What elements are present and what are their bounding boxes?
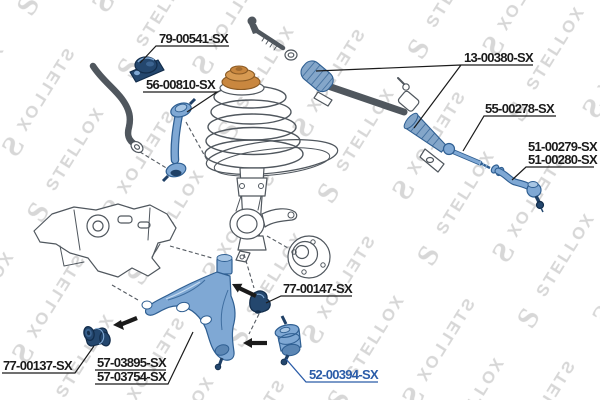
part-label-steering-rack[interactable]: 13-00380-SX bbox=[464, 50, 535, 65]
part-label-stabilizer-link[interactable]: 56-00810-SX bbox=[146, 77, 217, 92]
ball-joint-part bbox=[274, 315, 302, 366]
part-number-labels: 79-00541-SX 56-00810-SX 13-00380-SX 55-0… bbox=[3, 31, 599, 384]
part-label-inner-tie-rod[interactable]: 55-00278-SX bbox=[485, 101, 556, 116]
wheel-hub bbox=[287, 235, 331, 279]
rack-pinion bbox=[397, 90, 420, 112]
part-label-balljoint-boot[interactable]: 77-00147-SX bbox=[283, 281, 354, 296]
arrow-icon bbox=[232, 283, 243, 293]
part-label-stabilizer-bushing[interactable]: 79-00541-SX bbox=[159, 31, 230, 46]
part-label-ball-joint-active[interactable]: 52-00394-SX bbox=[309, 367, 380, 382]
label-leader-lines bbox=[2, 45, 594, 385]
part-label-control-arm-a[interactable]: 57-03895-SX bbox=[97, 355, 168, 370]
part-label-control-arm-b[interactable]: 57-03754-SX bbox=[97, 369, 168, 384]
assembly-dashed-guides bbox=[111, 121, 289, 335]
arrow-icon bbox=[243, 338, 252, 348]
part-label-tie-rod-end-right[interactable]: 51-00280-SX bbox=[528, 152, 599, 167]
strut-top-mount-part bbox=[219, 65, 265, 96]
top-tie-rod-linkage bbox=[247, 16, 298, 61]
part-label-tie-rod-end-left[interactable]: 51-00279-SX bbox=[528, 139, 599, 154]
control-arm-part bbox=[141, 254, 236, 371]
stabilizer-link-part bbox=[161, 97, 197, 183]
arm-front-bushing-part bbox=[83, 326, 111, 347]
mounting-direction-arrows bbox=[113, 283, 267, 348]
rack-left-boot bbox=[300, 60, 334, 93]
stabilizer-bushing-part bbox=[129, 56, 165, 83]
part-label-arm-front-bushing[interactable]: 77-00137-SX bbox=[3, 358, 74, 373]
outer-tie-rod-end-part bbox=[490, 164, 545, 213]
subframe-crossmember bbox=[33, 203, 177, 278]
stabilizer-bar bbox=[89, 62, 144, 154]
steering-knuckle bbox=[229, 177, 298, 263]
inner-tie-rod-part bbox=[442, 142, 491, 170]
rack-right-boot bbox=[403, 112, 448, 153]
active-label-leader bbox=[285, 358, 378, 383]
steering-rack-assembly bbox=[300, 60, 448, 173]
